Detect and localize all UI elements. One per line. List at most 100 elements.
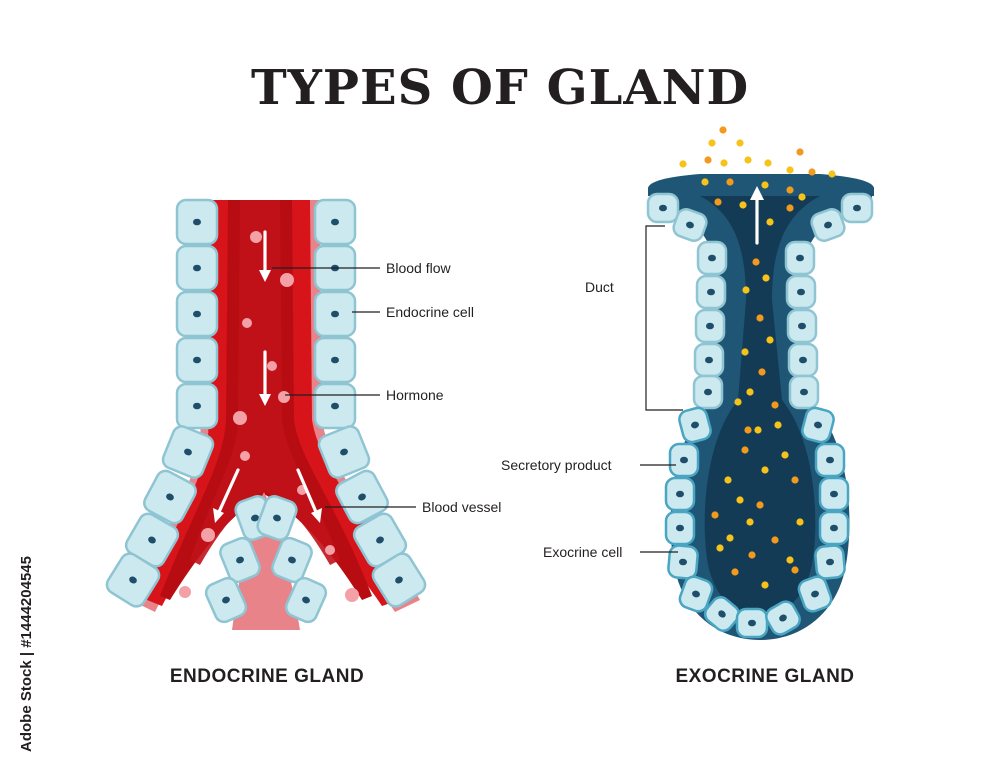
cell-nucleus [659,204,667,212]
secretion-particle [761,466,769,474]
cell [810,207,846,243]
label-hormone: Hormone [386,387,444,403]
cell-nucleus [331,218,339,226]
cell [204,576,248,624]
cell [175,198,219,246]
cell-nucleus [853,204,861,212]
secretion-particle [786,556,794,564]
label-blood-flow: Blood flow [386,260,451,276]
secretion-particle [742,286,750,294]
cell [814,544,846,580]
secretion-particle [761,581,769,589]
cell [352,512,408,568]
cell [785,274,817,310]
cell [313,290,357,338]
cell-nucleus [797,288,805,296]
secretion-particle [720,159,728,167]
duct-bracket [645,225,683,411]
cell-nucleus [704,388,712,396]
secretion-particle [748,551,756,559]
cell-nucleus [691,421,699,429]
secretion-particle [744,426,752,434]
hormone [201,528,215,542]
cell [256,495,298,541]
secretion-particle [741,348,749,356]
gland-lumen [700,196,820,615]
endocrine-cells [105,198,427,624]
secretion-particle [754,426,762,434]
secretion-particle [766,218,774,226]
secretion-particle [766,336,774,344]
secretion-particle [752,258,760,266]
cell [175,244,219,292]
cell-nucleus [718,610,726,618]
secretion-particle [828,170,836,178]
vessel-fork-inner [232,492,300,630]
cell [313,198,357,246]
cell [161,425,215,479]
cell-nucleus [273,514,281,522]
cell-nucleus [166,493,174,501]
cell-nucleus [680,456,688,464]
secretion-particle [746,518,754,526]
duct-opening [648,174,874,196]
cell [678,406,712,444]
page-title: TYPES OF GLAND [251,60,749,116]
label-blood-vessel: Blood vessel [422,499,501,515]
cell [695,274,727,310]
cell [672,207,708,243]
cell [175,336,219,384]
hormone [233,411,247,425]
cell-nucleus [824,221,832,229]
secretion-particle [781,451,789,459]
cell [664,476,696,512]
cell-nucleus [799,356,807,364]
hormone [278,391,290,403]
cell-nucleus [222,596,230,604]
secretion-particle [771,536,779,544]
hormone [242,318,252,328]
secretion-particle [798,193,806,201]
cell-nucleus [814,421,822,429]
secretion-particle [679,160,687,168]
cell [735,607,769,639]
cell-nucleus [826,558,834,566]
hormone [267,361,277,371]
secretion-particle [744,156,752,164]
cell [667,544,699,580]
cell [313,382,357,430]
cell-nucleus [748,619,756,627]
cell [664,510,696,546]
cell [317,425,371,479]
cell [765,600,801,636]
cell-nucleus [331,356,339,364]
cell [801,406,835,444]
cell [105,552,161,608]
cell-nucleus [193,264,201,272]
cell [271,536,313,584]
secretion-particle [756,501,764,509]
label-duct: Duct [585,279,614,295]
secretion-particle [724,476,732,484]
cell [646,192,680,224]
cell [693,342,725,378]
cell-nucleus [331,310,339,318]
cell-nucleus [708,254,716,262]
blood-flow-arrows [213,230,322,523]
cell-nucleus [779,614,787,622]
cell-nucleus [676,524,684,532]
exocrine-cells [646,192,874,639]
cell-nucleus [331,402,339,410]
secretion-particle [731,568,739,576]
cell [818,510,850,546]
cell [787,342,819,378]
cell-nucleus [826,456,834,464]
cell-nucleus [707,288,715,296]
secretion-particle [771,401,779,409]
exocrine-gland-illustration: Duct Secretory product Exocrine cell EXO… [501,126,874,687]
hormone [250,231,262,243]
cell-nucleus [830,524,838,532]
cell [788,374,820,410]
secretion-particle [791,476,799,484]
